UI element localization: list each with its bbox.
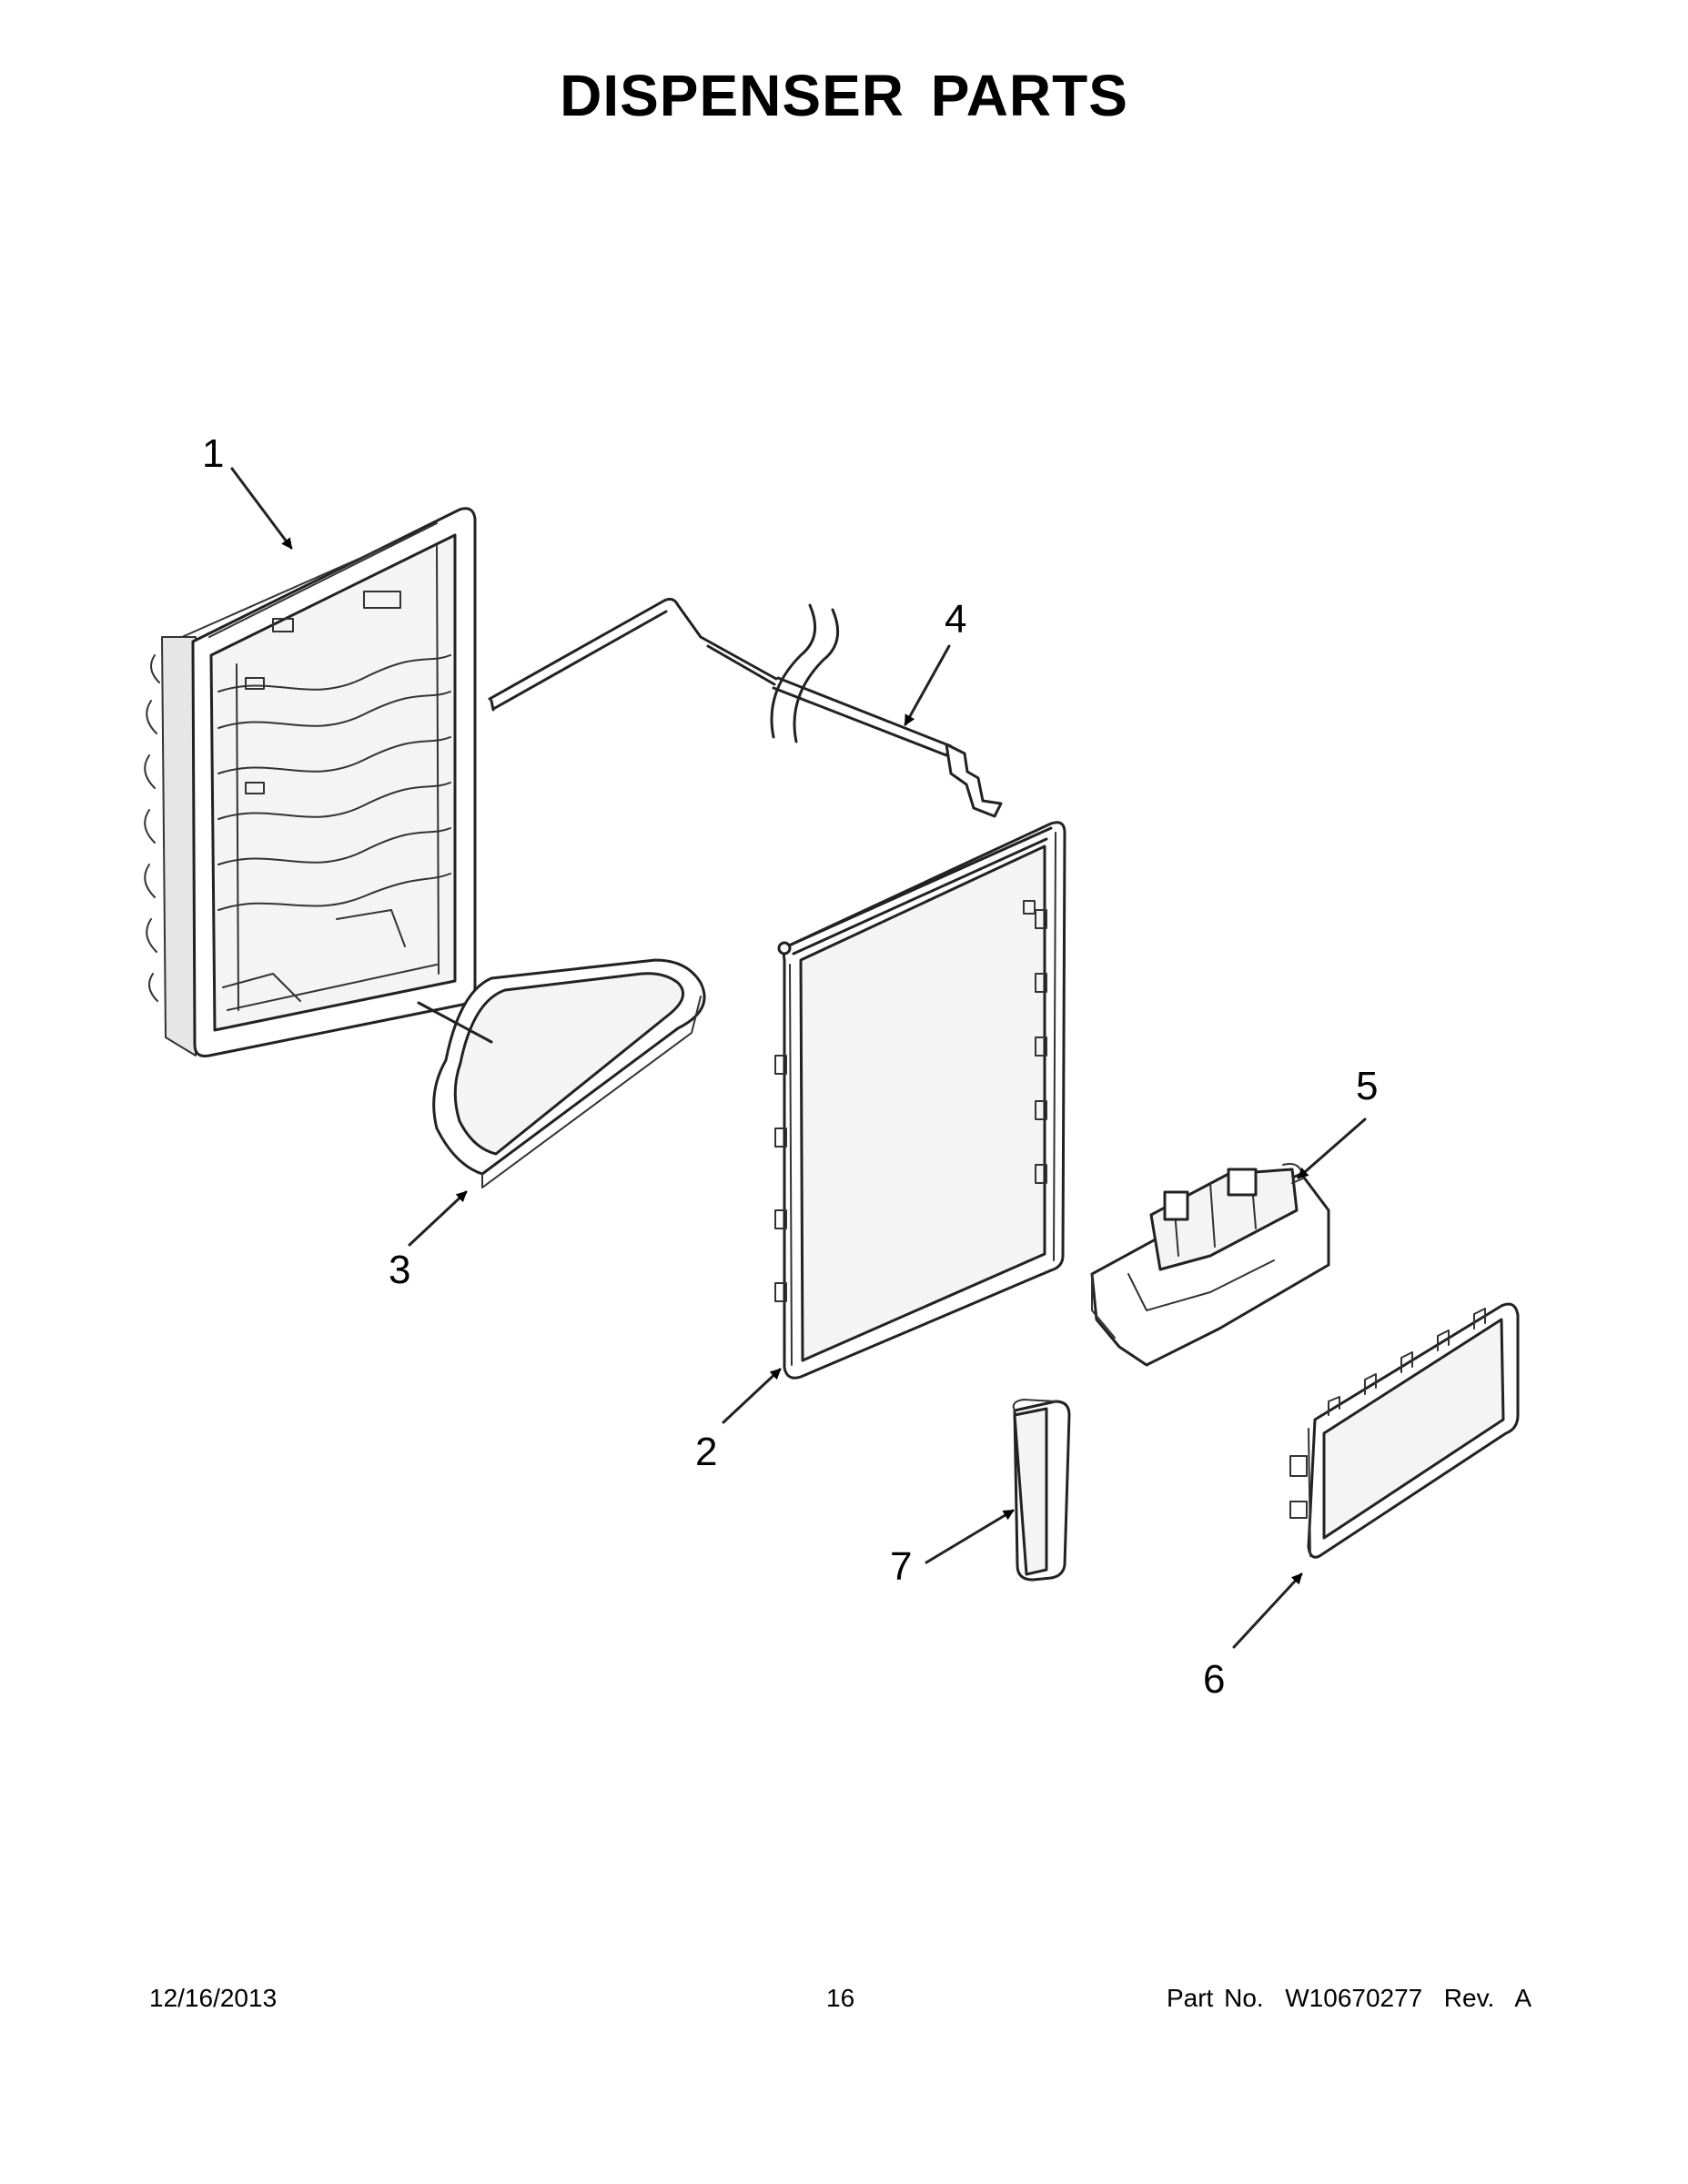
part-1-housing (144, 507, 477, 1057)
callout-arrows (230, 467, 1367, 1649)
page-title: DISPENSER PARTS (560, 63, 1128, 128)
footer-date: 12/16/2013 (149, 1984, 278, 2012)
callout-6: 6 (1203, 1657, 1225, 1702)
part-7-paddle (1012, 1399, 1071, 1582)
callout-2: 2 (695, 1430, 717, 1474)
callout-1: 1 (202, 431, 224, 476)
footer-part-number: Part No. W10670277 Rev. A (1166, 1984, 1531, 2012)
callout-5: 5 (1356, 1064, 1378, 1108)
part-2-frame (774, 821, 1066, 1380)
part-3-seal (432, 958, 706, 1188)
footer-page-number: 16 (826, 1984, 855, 2012)
part-4-tube (488, 597, 1003, 818)
part-6-cover (1289, 1302, 1520, 1559)
callout-4: 4 (945, 597, 966, 642)
callout-3: 3 (389, 1248, 410, 1292)
callout-7: 7 (890, 1544, 912, 1589)
part-5-bracket (1090, 1163, 1330, 1367)
